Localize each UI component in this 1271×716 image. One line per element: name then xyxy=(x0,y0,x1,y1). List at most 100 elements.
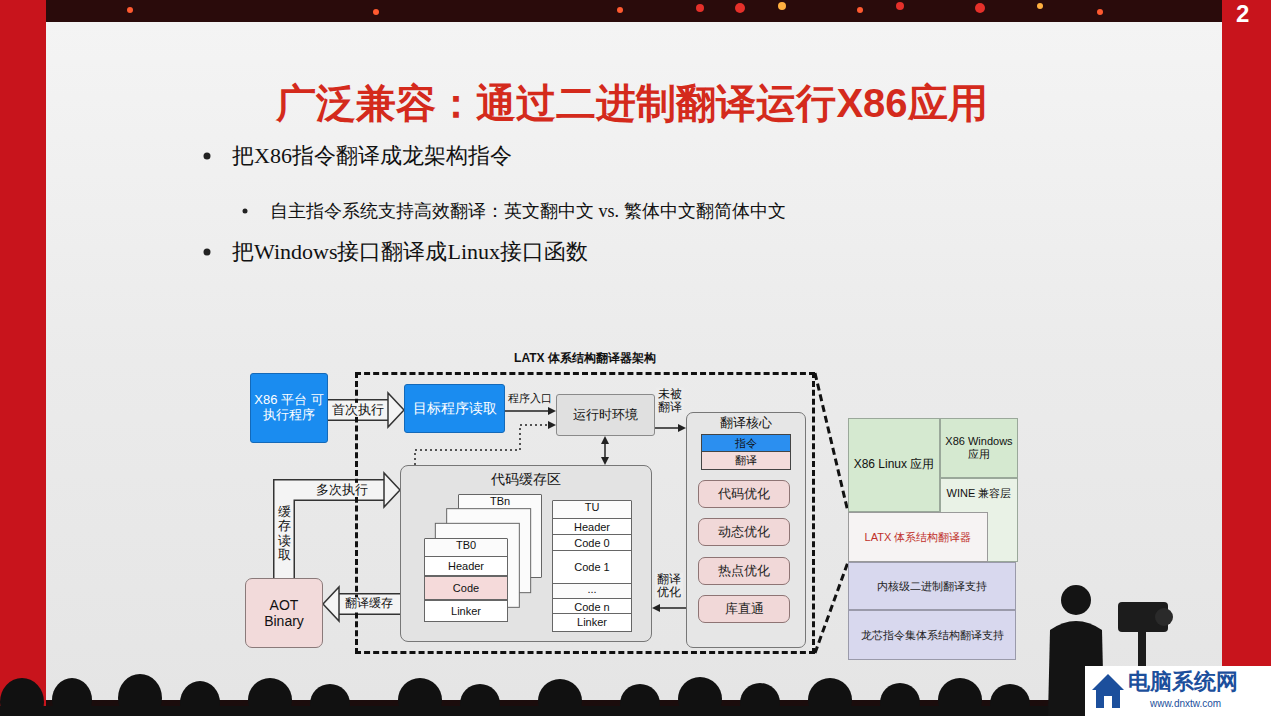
node-text: AOT Binary xyxy=(249,597,319,629)
connector xyxy=(505,407,556,415)
ellipsis: ... xyxy=(587,583,596,596)
arrowhead xyxy=(548,407,556,415)
node-text: X86 Windows 应用 xyxy=(944,435,1014,460)
table-cell: Header xyxy=(424,556,508,576)
node-text: X86 平台 可执行程序 xyxy=(254,393,324,423)
stage-lights xyxy=(127,2,1103,15)
bullet-dot xyxy=(204,249,211,256)
layer-box: X86 Windows 应用 xyxy=(940,418,1018,478)
node-text: Code 1 xyxy=(574,561,609,574)
block-arrow-outline xyxy=(328,399,388,421)
process-box: 代码优化 xyxy=(698,480,790,508)
connector xyxy=(652,604,686,612)
connector-line xyxy=(660,607,686,609)
arrowhead xyxy=(384,473,400,507)
connector-line xyxy=(505,410,548,412)
storage-box: AOT Binary xyxy=(245,578,323,648)
process-box: 热点优化 xyxy=(698,557,790,585)
node-text: TU xyxy=(553,501,631,514)
edge-label: 未被 翻译 xyxy=(656,388,684,414)
arrowhead xyxy=(548,421,556,429)
arrowhead xyxy=(601,436,609,444)
process-box: 动态优化 xyxy=(698,518,790,546)
table-cell: Code 1 xyxy=(552,550,632,584)
camera-silhouette xyxy=(1118,602,1173,672)
bullet-text: 把Windows接口翻译成Linux接口函数 xyxy=(232,239,588,265)
bullet-dot xyxy=(243,209,248,214)
node-text: 库直通 xyxy=(725,602,764,617)
watermark: www.dnxtw.com xyxy=(1150,698,1221,710)
node-text: 翻译 xyxy=(735,454,757,467)
edge-label: 首次执行 xyxy=(331,403,385,417)
corner-number: 2 xyxy=(1236,0,1249,29)
node-text: 代码优化 xyxy=(718,487,770,502)
connector xyxy=(284,473,400,578)
block-arrow-body xyxy=(339,595,400,614)
edge-label: 翻译缓存 xyxy=(344,597,394,610)
node-text: 热点优化 xyxy=(718,564,770,579)
table-cell: Linker xyxy=(552,613,632,632)
layer-box: LATX 体系结构翻译器 xyxy=(848,512,988,562)
block-card: TU HeaderCode 0 Code 1 Code n Linker xyxy=(552,500,632,630)
node-text: Code xyxy=(453,582,479,595)
node-text: 运行时环境 xyxy=(573,408,638,423)
node-text: LATX 体系结构翻译器 xyxy=(865,531,972,544)
block-card: TB0HeaderCodeLinker xyxy=(424,538,508,622)
node-text: Linker xyxy=(451,605,481,618)
arrowhead xyxy=(678,424,686,432)
node-text: TB0 xyxy=(425,539,507,552)
platform-box: 目标程序读取 xyxy=(404,384,505,433)
zoom-line xyxy=(815,373,848,512)
block-arrow-body xyxy=(328,401,388,420)
bullet-text: 自主指令系统支持高效翻译：英文翻中文 vs. 繁体中文翻简体中文 xyxy=(270,201,786,223)
block-arrow-body xyxy=(284,490,384,578)
node-text: 代码缓存区 xyxy=(401,471,651,487)
node-text: 目标程序读取 xyxy=(413,400,497,416)
node-text: X86 Linux 应用 xyxy=(854,458,935,472)
node-text: LATX 体系结构翻译器架构 xyxy=(358,352,812,366)
node-text: 龙芯指令集体系结构翻译支持 xyxy=(861,629,1004,642)
layer-box: 内核级二进制翻译支持 xyxy=(848,562,1016,610)
table-cell: Code xyxy=(424,576,508,600)
group-box: 代码缓存区TBnTB0HeaderCodeLinkerTUHeaderCode … xyxy=(400,465,652,642)
node-text: 指令 xyxy=(735,437,757,450)
slide-title: 广泛兼容：通过二进制翻译运行X86应用 xyxy=(276,80,987,126)
block-arrow-outline xyxy=(284,490,384,578)
slide-ground xyxy=(46,22,1222,700)
zoom-line xyxy=(815,562,848,653)
connector-line xyxy=(655,427,678,429)
arrowhead xyxy=(601,457,609,465)
bullet-text: 把X86指令翻译成龙架构指令 xyxy=(232,143,512,169)
node-text: Code n xyxy=(574,601,609,614)
process-box: 运行时环境 xyxy=(556,394,655,436)
block-arrow-outline xyxy=(339,593,400,615)
connector xyxy=(323,587,400,621)
watermark: 电脑系统网 xyxy=(1128,669,1238,695)
node-text: Header xyxy=(448,560,484,573)
layer-box: 龙芯指令集体系结构翻译支持 xyxy=(848,610,1016,660)
edge-label: 多次执行 xyxy=(315,483,369,497)
node-text: Linker xyxy=(577,616,607,629)
top-strip xyxy=(0,0,1271,24)
arrowhead xyxy=(323,587,339,621)
dashed-group: LATX 体系结构翻译器架构目标程序读取运行时环境翻译核心指令翻译代码优化动态优… xyxy=(355,372,815,654)
edge-label: 程序入口 xyxy=(507,392,553,404)
edge-label: 翻译 优化 xyxy=(655,573,683,599)
red-side-panel xyxy=(0,0,46,716)
arrowhead xyxy=(652,604,660,612)
arrow-label: 缓存读取 xyxy=(278,505,291,562)
connector-line xyxy=(604,444,606,457)
bar-cell: 翻译 xyxy=(701,451,791,470)
node-text: Code 0 xyxy=(574,537,609,550)
arrowhead xyxy=(388,393,404,427)
connector xyxy=(328,393,404,427)
node-text: 动态优化 xyxy=(718,525,770,540)
node-text: Header xyxy=(574,521,610,534)
red-side-panel xyxy=(1222,0,1271,716)
table-cell: Linker xyxy=(424,600,508,622)
platform-box: X86 平台 可执行程序 xyxy=(250,373,328,443)
watermark-logo xyxy=(1092,674,1124,708)
layer-box: X86 Linux 应用 xyxy=(848,418,940,512)
